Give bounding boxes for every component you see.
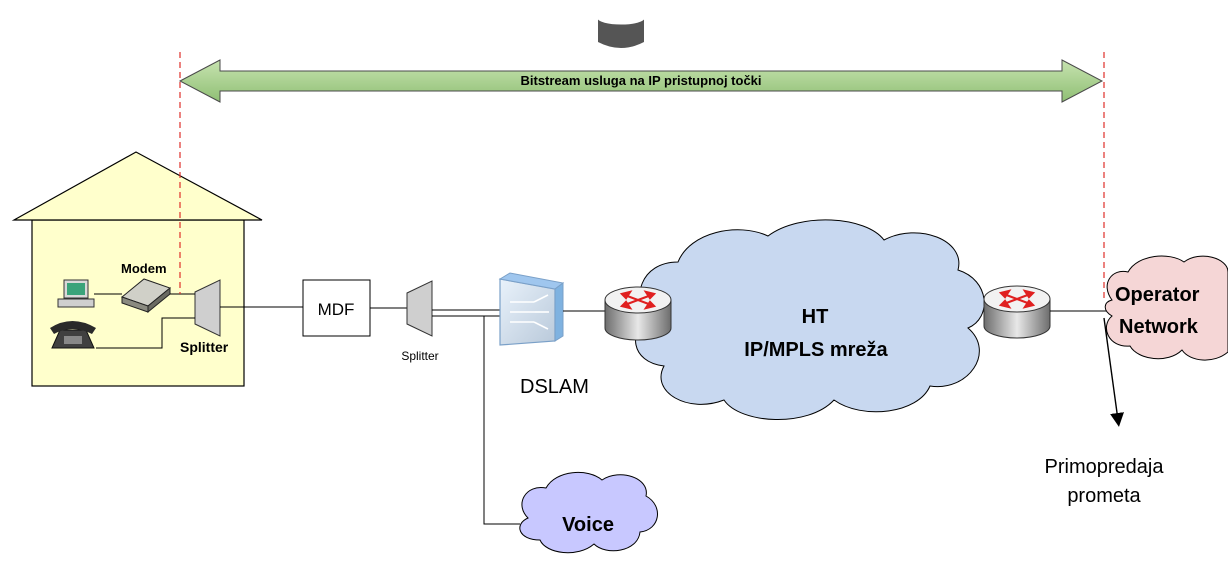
service-boundary-lines	[179, 52, 1105, 300]
home-wiring	[94, 293, 303, 349]
voice-label: Voice	[562, 514, 614, 536]
handover-arrow	[1103, 317, 1124, 427]
core-network-cloud: HT IP/MPLS mreža	[635, 219, 985, 420]
splitter-links	[432, 309, 520, 525]
operator-network-cloud: Operator Network	[1104, 255, 1228, 361]
telephone-icon	[50, 321, 96, 349]
mdf-box: MDF	[302, 279, 371, 337]
line-splitter-icon	[406, 280, 433, 337]
home-splitter-icon	[194, 279, 221, 337]
computer-icon	[57, 279, 95, 308]
modem-icon	[120, 278, 172, 314]
bitstream-service-label: Bitstream usluga na IP pristupnoj točki	[520, 73, 761, 88]
bitstream-service-arrow: Bitstream usluga na IP pristupnoj točki	[178, 59, 1104, 103]
core-network-title: HT	[802, 306, 829, 328]
home-splitter-label: Splitter	[180, 339, 229, 355]
core-router-icon	[604, 286, 672, 341]
mdf-label: MDF	[318, 300, 355, 319]
dslam-icon	[498, 272, 565, 346]
handover-label-line2: prometa	[1067, 485, 1141, 507]
edge-router-icon	[983, 285, 1051, 339]
house-roof	[11, 151, 263, 221]
database-icon	[597, 11, 645, 48]
modem-label: Modem	[121, 261, 167, 276]
operator-network-title: Operator	[1115, 284, 1200, 306]
dslam-label: DSLAM	[520, 376, 589, 398]
voice-cloud: Voice	[519, 471, 658, 554]
operator-network-subtitle: Network	[1119, 316, 1199, 338]
line-splitter-label: Splitter	[401, 349, 438, 363]
handover-label-line1: Primopredaja	[1045, 456, 1165, 478]
core-network-subtitle: IP/MPLS mreža	[744, 339, 888, 361]
